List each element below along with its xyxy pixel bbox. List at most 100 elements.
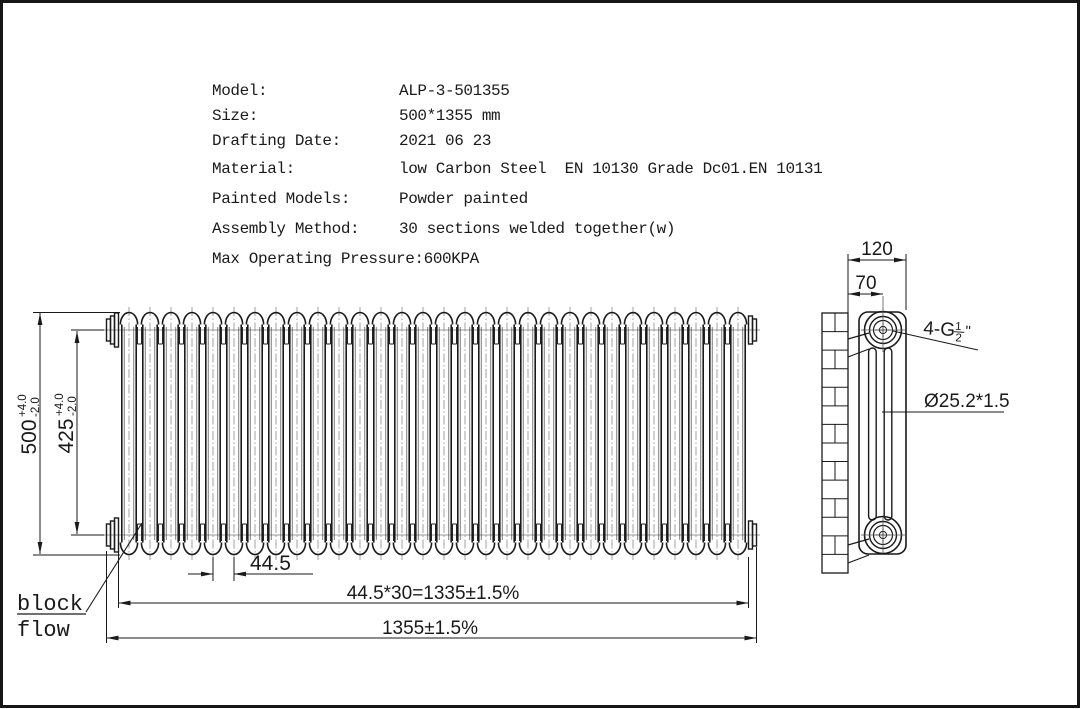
column-bottom-dome: [728, 542, 748, 556]
column-bottom-dome: [539, 542, 559, 556]
spec-label: Material:: [212, 160, 295, 178]
thread-frac-den: 2: [955, 332, 962, 344]
dim-arrow: [74, 522, 80, 534]
dim-center-tol-minus: -2.0: [67, 396, 79, 416]
spec-value: low Carbon Steel EN 10130 Grade Dc01.EN …: [399, 160, 823, 178]
wall-bracket: [847, 538, 870, 546]
block-flow-leader: [85, 522, 143, 613]
column-top-dome: [581, 311, 601, 325]
column-top-dome: [371, 311, 391, 325]
column-bottom-dome: [518, 542, 538, 556]
dim-overall-width: 1355±1.5%: [382, 618, 478, 639]
column-top-dome: [392, 311, 412, 325]
dim-sections-total: 44.5*30=1335±1.5%: [347, 583, 520, 604]
dim-center-tol-plus: +4.0: [54, 393, 66, 416]
thread-frac-bar: [953, 331, 965, 333]
column-slot: [867, 347, 877, 521]
column-bottom-dome: [455, 542, 475, 556]
spec-row-model: Model: ALP-3-501355: [212, 82, 510, 100]
dim-section-pitch: 44.5: [250, 552, 291, 575]
column-top-dome: [665, 311, 685, 325]
block-flow-line2: flow: [17, 618, 70, 643]
dim-arrow: [37, 313, 43, 325]
dim-arrow: [234, 571, 246, 577]
spec-value: ALP-3-501355: [399, 82, 510, 100]
wall-bracket: [847, 554, 870, 564]
column-bottom-dome: [161, 542, 181, 556]
column-top-dome: [539, 311, 559, 325]
right-bushing: [751, 318, 758, 342]
dim-arrow: [848, 291, 860, 297]
column-top-dome: [350, 311, 370, 325]
thread-suffix: ": [965, 323, 972, 340]
column-bottom-dome: [413, 542, 433, 556]
column-bottom-dome: [308, 542, 328, 556]
spec-label: Model:: [212, 82, 268, 100]
thread-leader: [892, 330, 979, 351]
wall-bracket: [847, 348, 870, 358]
spec-label: Painted Models:: [212, 190, 351, 208]
column-top-dome: [686, 311, 706, 325]
spec-label: Assembly Method:: [212, 220, 360, 238]
dim-height-tol-minus: -2.0: [30, 397, 42, 417]
column-bottom-dome: [707, 542, 727, 556]
column-bottom-dome: [329, 542, 349, 556]
column-bottom-dome: [287, 542, 307, 556]
front-view-geometry: [17, 307, 760, 643]
dim-arrow: [894, 257, 906, 263]
column-top-dome: [119, 311, 139, 325]
spec-row-size: Size: 500*1355 mm: [212, 107, 501, 125]
column-top-dome: [161, 311, 181, 325]
column-slot: [883, 347, 893, 521]
spec-value: 30 sections welded together(w): [399, 220, 676, 238]
dim-arrow: [871, 291, 883, 297]
column-top-dome: [455, 311, 475, 325]
column-bottom-dome: [476, 542, 496, 556]
dim-arrow: [744, 635, 757, 641]
column-top-dome: [560, 311, 580, 325]
dim-arrow: [74, 331, 80, 343]
spec-label: Size:: [212, 107, 259, 125]
dim-arrow: [37, 542, 43, 554]
spec-label: Drafting Date:: [212, 132, 341, 150]
column-top-dome: [518, 311, 538, 325]
column-top-dome: [182, 311, 202, 325]
column-bottom-dome: [203, 542, 223, 556]
column-bottom-dome: [560, 542, 580, 556]
spec-table: Model: ALP-3-501355 Size: 500*1355 mm Draf…: [212, 82, 872, 268]
column-bottom-dome: [602, 542, 622, 556]
column-bottom-dome: [371, 542, 391, 556]
wall-bracket: [847, 332, 870, 340]
dim-arrow: [106, 635, 119, 641]
column-bottom-dome: [581, 542, 601, 556]
column-top-dome: [308, 311, 328, 325]
dim-depth: 120: [861, 239, 893, 260]
block-flow-line1: block: [17, 592, 83, 617]
column-top-dome: [245, 311, 265, 325]
column-top-dome: [434, 311, 454, 325]
column-bottom-dome: [392, 542, 412, 556]
column-bottom-dome: [119, 542, 139, 556]
dim-center-height: 425 +4.0 -2.0: [54, 393, 79, 453]
dim-arrow: [201, 571, 213, 577]
spec-value: Powder painted: [399, 190, 528, 208]
column-top-dome: [497, 311, 517, 325]
column-top-dome: [644, 311, 664, 325]
dim-height-value: 500: [18, 419, 41, 454]
column-bottom-dome: [266, 542, 286, 556]
column-bottom-dome: [665, 542, 685, 556]
spec-row-material: Material: low Carbon Steel EN 10130 Grade…: [212, 160, 823, 178]
column-top-dome: [413, 311, 433, 325]
column-bottom-dome: [140, 542, 160, 556]
column-bottom-dome: [245, 542, 265, 556]
tube-callout: Ø25.2*1.5: [924, 391, 1010, 412]
column-top-dome: [623, 311, 643, 325]
dim-arrow: [736, 600, 749, 606]
column-bottom-dome: [350, 542, 370, 556]
column-top-dome: [602, 311, 622, 325]
column-bottom-dome: [686, 542, 706, 556]
spec-value: 500*1355 mm: [399, 107, 501, 125]
